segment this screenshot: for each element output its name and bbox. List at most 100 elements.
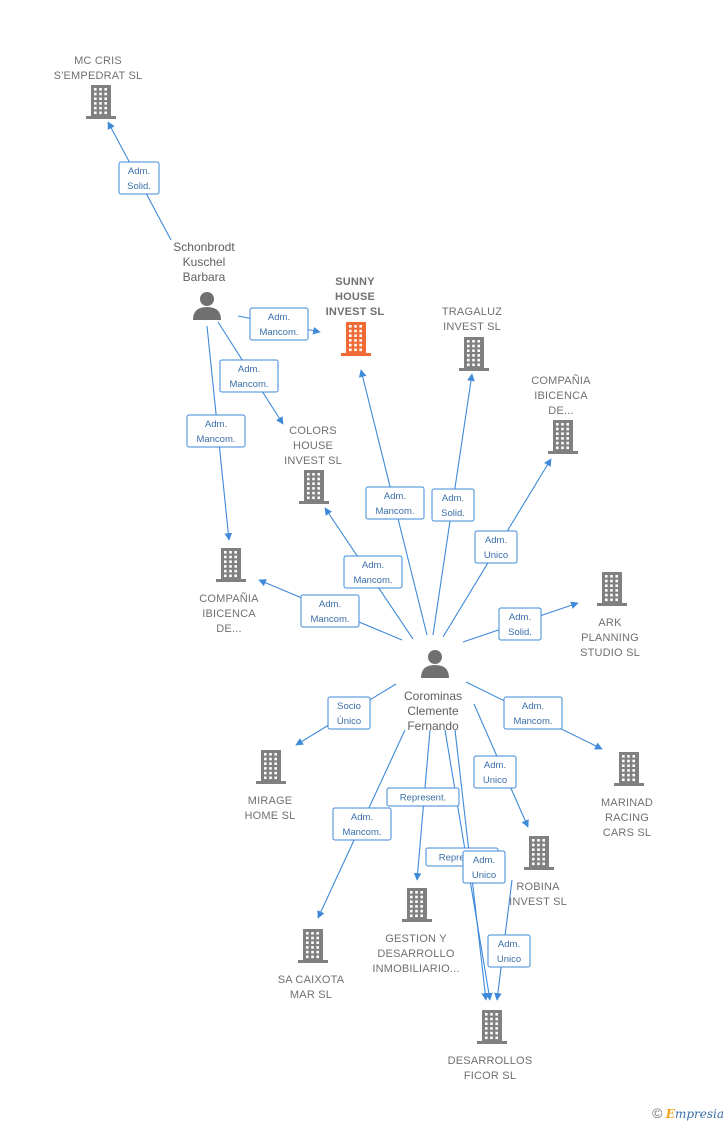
- edge-role-text: Adm.: [362, 560, 384, 571]
- edge-role-text: Represent.: [439, 853, 485, 864]
- edge-role-badge[interactable]: Adm. Unico: [487, 934, 531, 968]
- company-name: TRAGALUZ: [442, 306, 502, 318]
- edge-role-text: Mancom.: [513, 716, 552, 727]
- edge-role-badge[interactable]: Adm.Unico: [462, 850, 506, 884]
- edge-role-text: Adm.: [473, 855, 495, 866]
- company-name: DESARROLLOS: [448, 1055, 533, 1067]
- company-name: ROBINA: [516, 881, 560, 893]
- edge-role-text: Mancom.: [353, 575, 392, 586]
- edge-role-text: Mancom.: [196, 434, 235, 445]
- edge-role-text: Unico: [484, 550, 508, 561]
- edge-role-text: Adm.: [351, 812, 373, 823]
- edge-role-badge[interactable]: Adm.Solid.: [118, 161, 160, 195]
- company-node-compania-ibicenca-2[interactable]: COMPAÑIA IBICENCA DE...: [199, 548, 259, 635]
- company-node-tragaluz[interactable]: TRAGALUZ INVEST SL: [442, 306, 502, 371]
- edge-role-box: [300, 594, 360, 628]
- company-name: INVEST SL: [443, 321, 501, 333]
- edge-role-badge[interactable]: Represent.: [386, 787, 460, 807]
- edge-role-text: Mancom.: [310, 614, 349, 625]
- building-icon: [524, 836, 554, 870]
- company-node-compania-ibicenca-1[interactable]: COMPAÑIAIBICENCADE...: [531, 374, 591, 454]
- edge-role-text: Adm.: [522, 701, 544, 712]
- edge-role-text: Adm.: [485, 535, 507, 546]
- edge-role-text: Solid.: [508, 627, 532, 638]
- company-name: CARS SL: [603, 827, 651, 839]
- company-name: COMPAÑIA: [199, 592, 259, 605]
- edge-role-text: Adm.: [384, 491, 406, 502]
- edge-role-badge[interactable]: Adm.Mancom.: [249, 307, 309, 341]
- edge-role-box: [365, 486, 425, 520]
- empresia-credit[interactable]: © Empresia: [652, 1105, 724, 1121]
- building-icon: [86, 85, 116, 119]
- company-name: GESTION Y: [385, 933, 447, 945]
- person-icon: [421, 650, 449, 678]
- copyright-icon: ©: [652, 1105, 663, 1121]
- edge-role-box: [332, 807, 392, 841]
- company-name: INVEST SL: [509, 896, 567, 908]
- edge-role-box: [186, 414, 246, 448]
- edge-role-box: [249, 307, 309, 341]
- company-node-mc-cris[interactable]: MC CRIS S'EMPEDRAT SL: [54, 55, 143, 119]
- edge-role-badge[interactable]: Adm. Unico: [474, 530, 518, 564]
- company-node-gestion-desarrollo[interactable]: GESTION YDESARROLLOINMOBILIARIO...: [372, 888, 459, 975]
- company-name: RACING: [605, 812, 649, 824]
- edge-role-badge[interactable]: Adm.Mancom.: [186, 414, 246, 448]
- edge-role-box: [462, 850, 506, 884]
- edge-role-badge[interactable]: Adm. Solid.: [498, 607, 542, 641]
- edge-role-badge[interactable]: Adm.Solid.: [431, 488, 475, 522]
- edge-role-box: [487, 934, 531, 968]
- edge-role-text: Adm.: [509, 612, 531, 623]
- company-name: INVEST SL: [284, 455, 342, 467]
- edge-role-badge[interactable]: Adm.Mancom.: [300, 594, 360, 628]
- company-name: IBICENCA: [534, 390, 588, 402]
- building-icon: [548, 420, 578, 454]
- edge-role-badge[interactable]: Adm. Mancom.: [503, 696, 563, 730]
- building-icon: [614, 752, 644, 786]
- building-icon: [298, 929, 328, 963]
- company-name: COMPAÑIA: [531, 374, 591, 387]
- edge-role-text: Adm.: [442, 493, 464, 504]
- edge-role-text: Adm.: [498, 939, 520, 950]
- edge-role-box: [473, 755, 517, 789]
- person-icon: [193, 292, 221, 320]
- company-name: FICOR SL: [464, 1070, 516, 1082]
- edge-role-text: Represent.: [400, 793, 446, 804]
- person-name: Schonbrodt: [173, 240, 235, 254]
- building-icon: [402, 888, 432, 922]
- building-icon: [459, 337, 489, 371]
- company-name: STUDIO SL: [580, 647, 640, 659]
- edge-role-text: Socio: [337, 701, 361, 712]
- company-name: S'EMPEDRAT SL: [54, 70, 143, 82]
- company-name: MC CRIS: [74, 55, 122, 67]
- edge-role-badge[interactable]: Adm.Unico: [473, 755, 517, 789]
- company-node-desarrollos-ficor[interactable]: DESARROLLOS FICOR SL: [448, 1010, 533, 1082]
- edge-role-text: Unico: [497, 954, 521, 965]
- company-name: DE...: [216, 623, 241, 635]
- person-name: Fernando: [407, 719, 459, 733]
- edge-role-badge[interactable]: Adm.Mancom.: [365, 486, 425, 520]
- edge-role-text: Unico: [483, 775, 507, 786]
- edge-role-text: Adm.: [128, 166, 150, 177]
- company-name: SUNNY: [335, 276, 375, 288]
- company-name: HOME SL: [245, 810, 296, 822]
- company-node-robina-invest[interactable]: ROBINA INVEST SL: [509, 836, 567, 908]
- edge-role-box: [118, 161, 160, 195]
- edge-role-badge[interactable]: Adm. Mancom.: [343, 555, 403, 589]
- edge-role-text: Mancom.: [229, 379, 268, 390]
- edge-role-box: [386, 787, 460, 807]
- building-icon: [299, 470, 329, 504]
- edge-role-badge[interactable]: Adm.Mancom.: [332, 807, 392, 841]
- person-name: Clemente: [407, 704, 459, 718]
- edge-role-badge[interactable]: Adm.Mancom.: [219, 359, 279, 393]
- company-name: IBICENCA: [202, 608, 256, 620]
